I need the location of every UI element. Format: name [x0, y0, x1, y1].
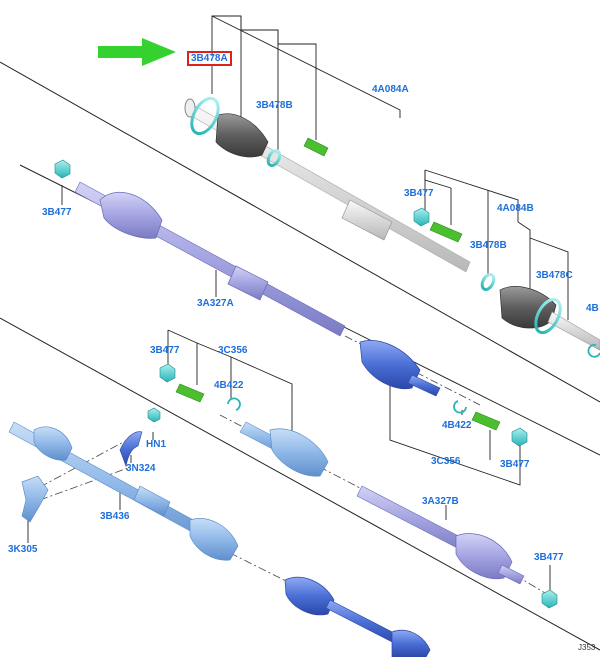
- label-3k305[interactable]: 3K305: [8, 544, 38, 555]
- label-3b478b-top[interactable]: 3B478B: [256, 100, 293, 111]
- label-3b477-a[interactable]: 3B477: [42, 207, 72, 218]
- driveshaft-3a327a: [74, 181, 346, 337]
- label-3a327b[interactable]: 3A327B: [422, 496, 459, 507]
- label-3b436[interactable]: 3B436: [100, 511, 130, 522]
- label-3b477-e[interactable]: 3B477: [534, 552, 564, 563]
- driveshaft-3b436: [8, 421, 239, 561]
- clamps: [190, 96, 562, 335]
- label-3b478c[interactable]: 3B478C: [536, 270, 573, 281]
- cv-joint-blue-mid: [359, 340, 441, 397]
- label-4b-cut[interactable]: 4B: [586, 303, 599, 314]
- label-3b477-c[interactable]: 3B477: [150, 345, 180, 356]
- cv-joint-light-blue: [239, 421, 329, 477]
- label-3b477-d[interactable]: 3B477: [500, 459, 530, 470]
- label-3c356-a[interactable]: 3C356: [218, 345, 248, 356]
- label-hn1[interactable]: HN1: [146, 439, 167, 450]
- grease-packs: [175, 137, 501, 431]
- driveshaft-lower-blue: [284, 576, 431, 657]
- label-3a327a[interactable]: 3A327A: [197, 298, 234, 309]
- label-3b478a-highlighted[interactable]: 3B478A: [187, 51, 232, 66]
- label-4b422-b[interactable]: 4B422: [442, 420, 472, 431]
- driveshaft-3a327b: [356, 485, 525, 585]
- leader-lines: [27, 15, 569, 590]
- label-4a084b[interactable]: 4A084B: [497, 203, 534, 214]
- label-4b422-a[interactable]: 4B422: [214, 380, 244, 391]
- label-3b478b-mid[interactable]: 3B478B: [470, 240, 507, 251]
- label-4a084a[interactable]: 4A084A: [372, 84, 409, 95]
- driveshaft-4a084a: [184, 98, 600, 351]
- label-3c356-b[interactable]: 3C356: [431, 456, 461, 467]
- label-3b477-b[interactable]: 3B477: [404, 188, 434, 199]
- label-3n324[interactable]: 3N324: [126, 463, 156, 474]
- circlips: [227, 343, 600, 414]
- pointer-arrow-icon: [98, 38, 176, 66]
- drawing-reference-code: J353: [578, 643, 596, 652]
- nuts: [54, 159, 558, 609]
